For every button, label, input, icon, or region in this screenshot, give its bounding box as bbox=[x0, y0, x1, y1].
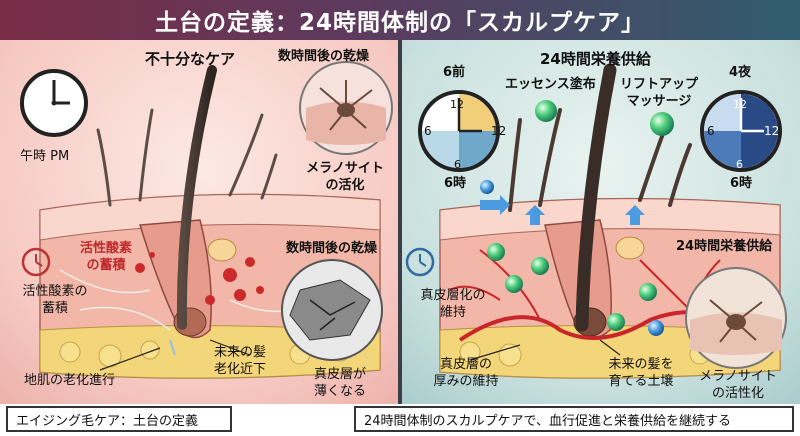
right-header: 24時間栄養供給 bbox=[540, 50, 651, 68]
clock2-top: 4夜 bbox=[729, 65, 752, 80]
future-soil-label: 未来の髪を育てる土壌 bbox=[608, 357, 674, 389]
clock-icon bbox=[20, 69, 88, 137]
clock2-12: 12 bbox=[733, 98, 747, 111]
clock1-top: 6前 bbox=[443, 65, 466, 80]
left-inset-dryness bbox=[281, 259, 383, 361]
dermis-thin-label: 真皮層が薄くなる bbox=[313, 367, 366, 399]
panel-divider bbox=[398, 40, 402, 404]
illustration bbox=[20, 61, 787, 379]
left-header: 不十分なケア bbox=[145, 50, 236, 68]
footer-right-caption: 24時間体制のスカルプケアで、血行促進と栄養供給を継続する bbox=[354, 406, 794, 432]
clock2-bottom: 6時 bbox=[730, 176, 753, 191]
clock1-bottom: 6時 bbox=[444, 176, 467, 191]
clock2-6-left: 6 bbox=[707, 124, 715, 138]
ros-spots bbox=[135, 252, 264, 305]
left-hairs bbox=[96, 65, 278, 330]
page-title: 土台の定義：24時間体制の「スカルプケア」 bbox=[0, 0, 800, 40]
scalp-aging-label: 地肌の老化進行 bbox=[24, 373, 116, 388]
clock2-6: 6 bbox=[736, 158, 743, 171]
nutrition-label: 24時間栄養供給 bbox=[676, 239, 773, 254]
history-icon-right bbox=[405, 247, 435, 277]
clock2-12-right: 12 bbox=[764, 124, 780, 138]
supply-arrows bbox=[480, 195, 645, 225]
clock1-6-left: 6 bbox=[424, 124, 432, 138]
history-icon bbox=[21, 247, 51, 277]
left-inset-top-caption: 数時間後の乾燥 bbox=[278, 49, 370, 64]
future-hair-label: 未来の髪老化近下 bbox=[213, 345, 266, 377]
ros-label: 活性酸素の蓄積 bbox=[22, 284, 88, 316]
nutrient-bubbles bbox=[480, 100, 674, 336]
thickness-keep-label: 真皮層の厚みの維持 bbox=[433, 357, 499, 389]
lift-massage-label: リフトアップマッサージ bbox=[619, 77, 698, 109]
clock1-6: 6 bbox=[454, 158, 461, 171]
clock1-12: 12 bbox=[450, 98, 464, 111]
left-inset-bottom-caption: 数時間後の乾燥 bbox=[286, 241, 378, 256]
clock-night-icon bbox=[700, 90, 782, 172]
melanocyte-active-label: メラノサイトの活性化 bbox=[699, 369, 777, 401]
clock-caption: 午時 PM bbox=[20, 149, 70, 164]
footer-left-caption: エイジング毛ケア：土台の定義 bbox=[6, 406, 232, 432]
clock1-12-right: 12 bbox=[491, 124, 507, 138]
right-inset-melanocyte bbox=[685, 267, 787, 369]
melanocyte-label: メラノサイトの活化 bbox=[306, 161, 384, 193]
essence-label: エッセンス塗布 bbox=[505, 77, 596, 92]
left-inset-melanocyte bbox=[299, 61, 393, 155]
leader-lines bbox=[99, 339, 621, 371]
clock-morning-icon bbox=[418, 90, 500, 172]
ros-accumulation-label: 活性酸素の蓄積 bbox=[79, 241, 132, 273]
dermis-keep-label: 真皮層化の維持 bbox=[420, 288, 486, 320]
